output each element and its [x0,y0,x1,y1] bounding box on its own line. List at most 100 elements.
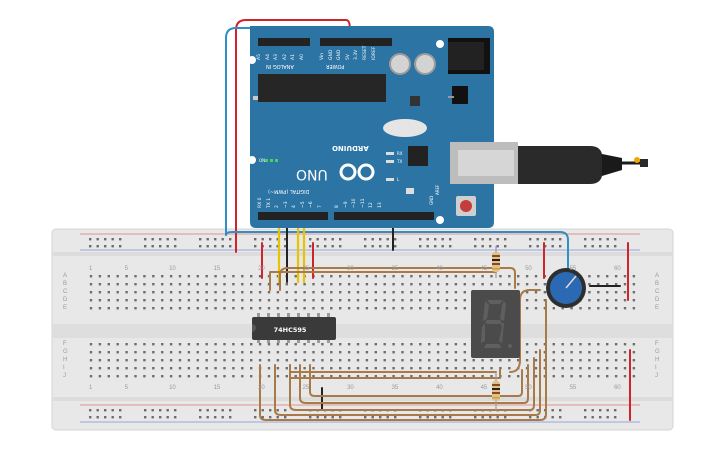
breadboard-hole[interactable] [410,291,413,294]
breadboard-hole[interactable] [434,416,437,419]
breadboard-hole[interactable] [463,351,466,354]
breadboard-hole[interactable] [529,245,532,248]
breadboard-hole[interactable] [159,245,162,248]
breadboard-hole[interactable] [371,238,374,241]
breadboard-hole[interactable] [166,416,169,419]
breadboard-hole[interactable] [214,275,217,278]
breadboard-hole[interactable] [107,307,110,310]
breadboard-hole[interactable] [143,291,146,294]
breadboard-hole[interactable] [119,245,122,248]
breadboard-hole[interactable] [365,359,369,362]
breadboard-hole[interactable] [187,375,191,378]
breadboard-hole[interactable] [89,291,93,294]
breadboard-hole[interactable] [428,359,431,362]
breadboard-hole[interactable] [365,367,369,370]
breadboard-hole[interactable] [436,307,440,310]
breadboard-hole[interactable] [161,299,164,302]
breadboard-hole[interactable] [169,351,173,354]
breadboard-hole[interactable] [606,375,609,378]
breadboard-hole[interactable] [214,299,217,302]
breadboard-hole[interactable] [525,307,529,310]
breadboard-hole[interactable] [356,275,360,278]
breadboard-hole[interactable] [267,307,271,310]
breadboard-hole[interactable] [250,375,253,378]
breadboard-hole[interactable] [214,291,217,294]
breadboard-hole[interactable] [134,367,137,370]
breadboard-hole[interactable] [529,238,532,241]
breadboard-hole[interactable] [125,275,128,278]
breadboard-hole[interactable] [330,351,333,354]
breadboard-hole[interactable] [552,375,555,378]
breadboard-hole[interactable] [169,299,173,302]
breadboard-hole[interactable] [481,375,484,378]
breadboard-hole[interactable] [166,238,169,241]
breadboard-hole[interactable] [419,299,422,302]
breadboard-hole[interactable] [303,307,306,310]
breadboard-hole[interactable] [321,299,324,302]
breadboard-hole[interactable] [276,291,280,294]
breadboard-hole[interactable] [206,416,209,419]
breadboard-hole[interactable] [606,299,609,302]
breadboard-hole[interactable] [187,275,191,278]
breadboard-hole[interactable] [232,375,235,378]
breadboard-hole[interactable] [597,367,600,370]
breadboard-hole[interactable] [614,359,618,362]
breadboard-hole[interactable] [392,375,395,378]
breadboard-hole[interactable] [107,367,110,370]
breadboard-hole[interactable] [169,375,173,378]
breadboard-hole[interactable] [187,283,191,286]
breadboard-hole[interactable] [166,245,169,248]
breadboard-hole[interactable] [517,375,520,378]
breadboard-hole[interactable] [250,299,253,302]
breadboard-hole[interactable] [144,409,147,412]
breadboard-hole[interactable] [606,291,609,294]
breadboard-hole[interactable] [499,275,502,278]
breadboard-hole[interactable] [125,343,128,346]
breadboard-hole[interactable] [434,245,437,248]
breadboard-hole[interactable] [205,343,208,346]
breadboard-hole[interactable] [267,351,271,354]
breadboard-hole[interactable] [303,343,306,346]
breadboard-hole[interactable] [441,416,444,419]
breadboard-hole[interactable] [496,245,499,248]
breadboard-hole[interactable] [606,245,609,248]
breadboard-hole[interactable] [410,367,413,370]
breadboard-hole[interactable] [614,291,618,294]
breadboard-hole[interactable] [419,375,422,378]
breadboard-hole[interactable] [606,275,609,278]
breadboard-hole[interactable] [339,351,342,354]
breadboard-hole[interactable] [426,245,429,248]
breadboard-hole[interactable] [196,359,199,362]
breadboard-hole[interactable] [250,367,253,370]
breadboard-hole[interactable] [374,283,377,286]
breadboard-hole[interactable] [98,359,102,362]
breadboard-hole[interactable] [551,238,554,241]
breadboard-hole[interactable] [159,238,162,241]
breadboard-hole[interactable] [401,359,404,362]
breadboard-hole[interactable] [321,283,324,286]
breadboard-hole[interactable] [89,307,93,310]
breadboard-hole[interactable] [428,275,431,278]
breadboard-hole[interactable] [434,238,437,241]
breadboard-hole[interactable] [267,343,271,346]
breadboard-hole[interactable] [143,283,146,286]
breadboard-hole[interactable] [96,409,99,412]
breadboard-hole[interactable] [187,343,191,346]
breadboard-hole[interactable] [258,299,262,302]
breadboard-hole[interactable] [419,283,422,286]
breadboard-hole[interactable] [111,409,114,412]
breadboard-hole[interactable] [543,375,547,378]
breadboard-hole[interactable] [445,367,449,370]
breadboard-hole[interactable] [285,307,288,310]
breadboard-hole[interactable] [187,299,191,302]
breadboard-hole[interactable] [339,343,342,346]
breadboard-hole[interactable] [285,343,288,346]
breadboard-hole[interactable] [534,375,538,378]
breadboard-hole[interactable] [241,351,244,354]
breadboard-hole[interactable] [221,416,224,419]
breadboard-hole[interactable] [312,307,315,310]
breadboard-hole[interactable] [98,343,102,346]
breadboard-hole[interactable] [339,291,342,294]
breadboard-hole[interactable] [614,307,618,310]
breadboard-hole[interactable] [187,291,191,294]
